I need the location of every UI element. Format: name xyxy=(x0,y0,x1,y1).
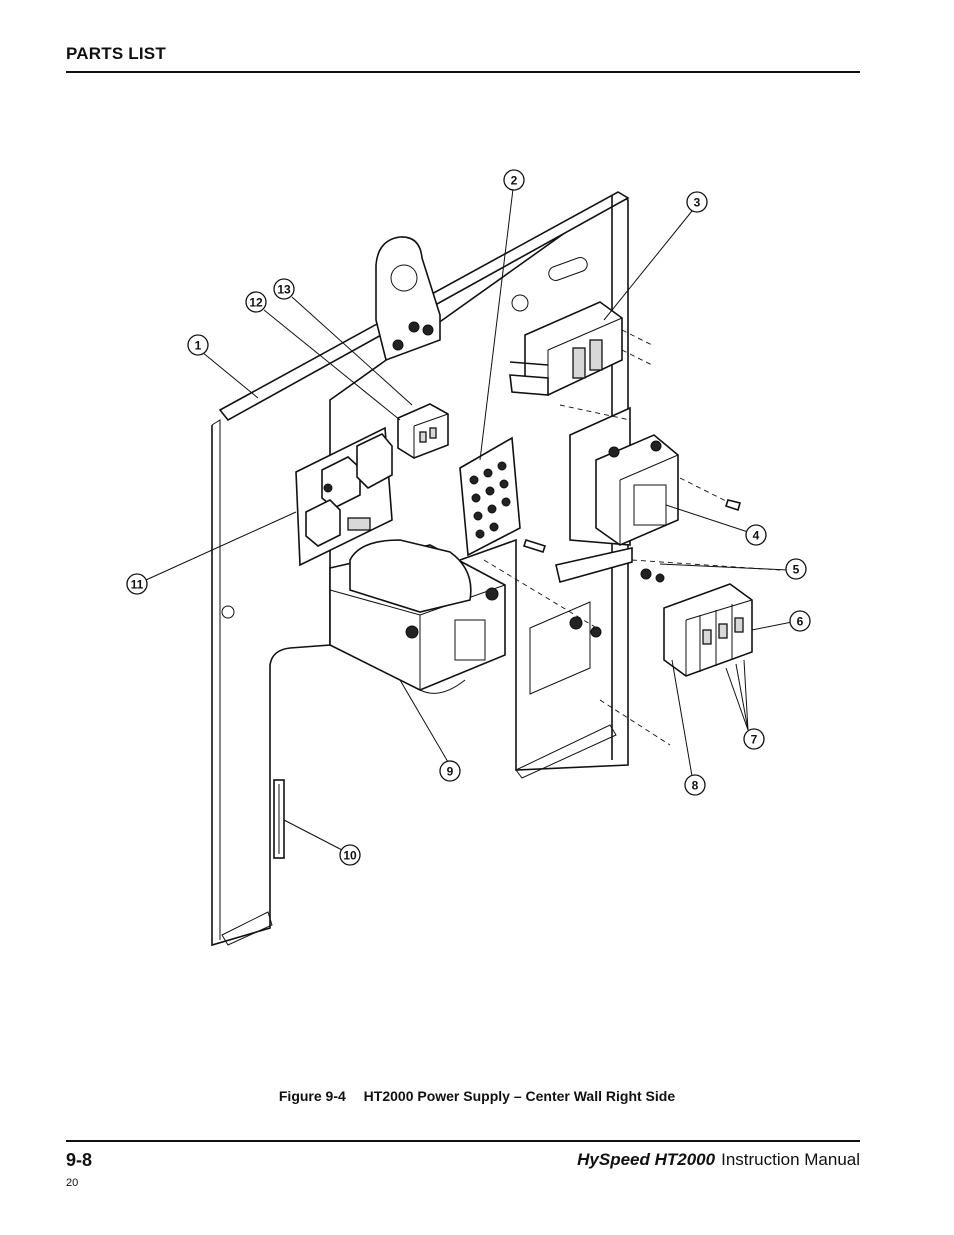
manual-title: HySpeed HT2000 Instruction Manual xyxy=(577,1150,860,1170)
leader-lines xyxy=(145,188,793,851)
relay xyxy=(397,403,449,459)
callout-12: 12 xyxy=(245,291,267,313)
rail-terminal-blocks xyxy=(663,583,753,677)
svg-text:6: 6 xyxy=(797,615,804,629)
callout-8: 8 xyxy=(684,774,706,796)
callout-3: 3 xyxy=(686,191,708,213)
callout-11: 11 xyxy=(126,573,148,595)
circuit-breaker xyxy=(509,301,653,396)
svg-text:13: 13 xyxy=(277,283,291,297)
manual-brand: HySpeed HT2000 xyxy=(577,1150,716,1169)
transformer xyxy=(329,539,506,694)
svg-text:1: 1 xyxy=(195,339,202,353)
svg-text:3: 3 xyxy=(694,196,701,210)
section-title: PARTS LIST xyxy=(66,44,166,63)
svg-text:11: 11 xyxy=(131,578,144,592)
svg-text:7: 7 xyxy=(751,733,758,747)
callout-7: 7 xyxy=(743,728,765,750)
terminal-block xyxy=(459,436,521,557)
svg-text:10: 10 xyxy=(343,849,357,863)
callout-9: 9 xyxy=(439,760,461,782)
svg-text:12: 12 xyxy=(249,296,263,310)
sheet-number: 20 xyxy=(66,1177,79,1189)
callout-1: 1 xyxy=(187,334,209,356)
header-rule xyxy=(66,71,860,73)
svg-text:2: 2 xyxy=(511,174,518,188)
callout-10: 10 xyxy=(339,844,361,866)
contactor xyxy=(569,406,741,546)
callout-6: 6 xyxy=(789,610,811,632)
figure-number: Figure 9-4 xyxy=(278,1088,346,1104)
manual-suffix: Instruction Manual xyxy=(721,1150,860,1169)
relay-board xyxy=(295,426,393,567)
svg-text:4: 4 xyxy=(753,529,760,543)
figure-title: HT2000 Power Supply – Center Wall Right … xyxy=(363,1088,676,1104)
din-rail xyxy=(555,547,781,583)
callout-13: 13 xyxy=(273,278,295,300)
callout-2: 2 xyxy=(503,169,525,191)
svg-text:5: 5 xyxy=(793,563,800,577)
footer-rule xyxy=(66,1140,860,1142)
wire-channel xyxy=(273,779,285,859)
svg-text:8: 8 xyxy=(692,779,699,793)
callout-5: 5 xyxy=(785,558,807,580)
callout-4: 4 xyxy=(745,524,767,546)
figure-caption: Figure 9-4 HT2000 Power Supply – Center … xyxy=(0,1088,954,1104)
page-number: 9-8 xyxy=(66,1150,93,1170)
svg-text:9: 9 xyxy=(447,765,454,779)
